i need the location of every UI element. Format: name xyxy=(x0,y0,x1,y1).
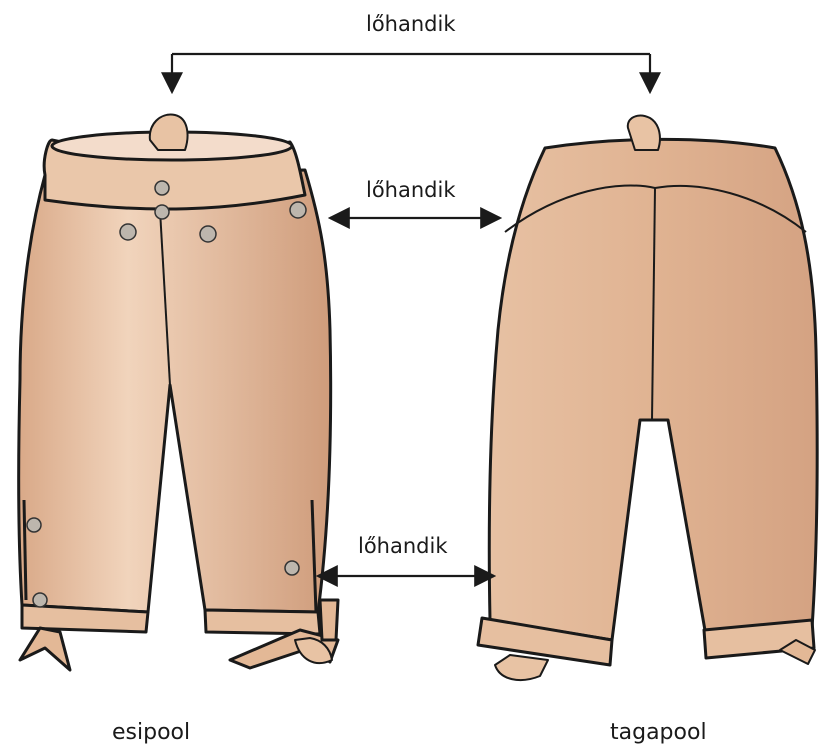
caption-front: esipool xyxy=(112,720,190,745)
front-breeches xyxy=(19,115,338,670)
caption-back: tagapool xyxy=(610,720,707,745)
back-breeches xyxy=(478,116,817,680)
label-hip: lőhandik xyxy=(366,178,456,202)
label-waistband: lőhandik xyxy=(366,12,456,36)
label-knee: lőhandik xyxy=(358,534,448,558)
